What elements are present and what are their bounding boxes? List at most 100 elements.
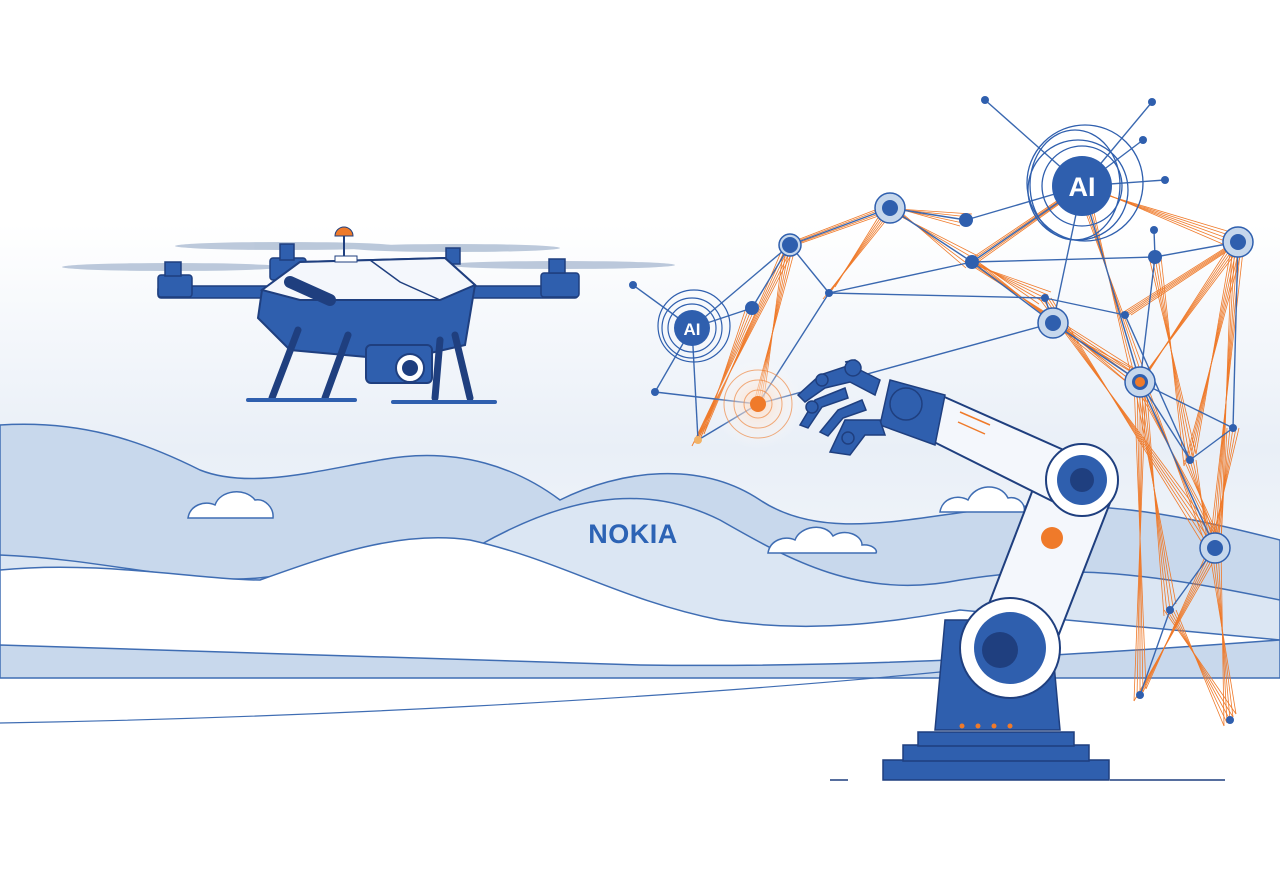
- touch-point: [750, 396, 766, 412]
- landing-gear: [268, 326, 474, 402]
- network-link: [1044, 297, 1126, 316]
- robot-arm: [796, 359, 1225, 781]
- network-link: [691, 244, 791, 329]
- network-link: [1189, 427, 1234, 461]
- network-node: [1186, 456, 1194, 464]
- network-link: [1208, 241, 1245, 555]
- network-node: [959, 213, 973, 227]
- cloud: [187, 491, 274, 519]
- network-node: [1226, 716, 1234, 724]
- network-node: [1207, 540, 1223, 556]
- network-node: [1229, 424, 1237, 432]
- network-link: [703, 307, 747, 435]
- network-node: [981, 96, 989, 104]
- nokia-logo: NOKIA: [588, 519, 678, 549]
- network-node: [1148, 250, 1162, 264]
- network-link: [792, 210, 888, 246]
- network-node: [1041, 294, 1049, 302]
- shoulder-joint: [959, 597, 1061, 699]
- network-node: [1136, 691, 1144, 699]
- network-node-core: [1135, 377, 1145, 387]
- network-link: [1232, 241, 1239, 429]
- network-link: [1124, 241, 1239, 316]
- robot-hand: [796, 359, 946, 456]
- network-node: [651, 388, 659, 396]
- network-node: [1166, 606, 1174, 614]
- network-link: [1087, 185, 1233, 249]
- network-link: [895, 207, 967, 269]
- network-link: [889, 207, 973, 263]
- ai-label-small: AI: [684, 320, 701, 339]
- network-link: [1163, 609, 1237, 715]
- elbow-joint: [1045, 443, 1119, 517]
- network-link: [1041, 297, 1219, 546]
- drone-beacon: [334, 226, 354, 237]
- network-link: [1139, 381, 1216, 549]
- network-link: [1133, 381, 1147, 702]
- network-node: [1150, 226, 1158, 234]
- network-link: [971, 261, 1054, 324]
- network-link: [828, 261, 973, 294]
- network-node: [1045, 315, 1061, 331]
- network-link: [968, 261, 1049, 296]
- network-link: [1169, 609, 1231, 721]
- network-link: [974, 261, 1043, 302]
- network-link: [795, 213, 885, 246]
- network-link: [1127, 244, 1236, 316]
- network-node: [745, 301, 759, 315]
- network-link: [1130, 247, 1233, 316]
- network-link: [1175, 609, 1225, 727]
- network-link: [822, 207, 897, 300]
- network-link: [828, 292, 1046, 299]
- network-link: [1087, 185, 1135, 389]
- network-node: [694, 436, 702, 444]
- network-link: [700, 307, 750, 438]
- cloud: [939, 486, 1026, 513]
- network-link: [1133, 381, 1222, 543]
- network-link: [1047, 297, 1213, 552]
- network-link: [1124, 314, 1191, 461]
- network-link: [1118, 235, 1245, 316]
- network-link: [1081, 185, 1141, 383]
- network-node: [965, 255, 979, 269]
- network-node: [1161, 176, 1169, 184]
- network-link: [691, 327, 699, 441]
- ai-node-large: AI: [1026, 124, 1144, 242]
- network-link: [1183, 241, 1245, 467]
- network-node: [1121, 311, 1129, 319]
- drone-camera: [365, 344, 433, 384]
- network-link: [1166, 609, 1234, 718]
- network-node: [1148, 98, 1156, 106]
- network-node: [882, 200, 898, 216]
- network-link: [1044, 297, 1216, 549]
- network-link: [789, 207, 891, 246]
- network-link: [1139, 547, 1216, 696]
- network-link: [1050, 297, 1210, 555]
- network-link: [1145, 381, 1210, 555]
- touch-ripples: [723, 369, 793, 439]
- network-link: [1139, 256, 1156, 383]
- network-node: [629, 281, 637, 289]
- network-node: [825, 289, 833, 297]
- network-link: [1075, 185, 1147, 377]
- network-link: [1038, 297, 1222, 543]
- drone: [62, 226, 675, 404]
- network-link: [1121, 238, 1242, 316]
- network-node: [1139, 136, 1147, 144]
- network-node: [782, 237, 798, 253]
- network-link: [1139, 609, 1171, 696]
- network-link: [1145, 381, 1165, 617]
- network-link: [1133, 241, 1245, 389]
- cloud: [767, 526, 878, 554]
- ai-node-small: AI: [657, 289, 731, 363]
- network-link: [1160, 256, 1185, 467]
- network-link: [971, 261, 1046, 299]
- network-link: [1139, 381, 1234, 429]
- ai-label-large: AI: [1069, 172, 1096, 202]
- ai-neural-network: [629, 96, 1254, 727]
- network-node: [1230, 234, 1246, 250]
- network-link: [1052, 322, 1141, 383]
- arm-indicator-light: [1041, 527, 1063, 549]
